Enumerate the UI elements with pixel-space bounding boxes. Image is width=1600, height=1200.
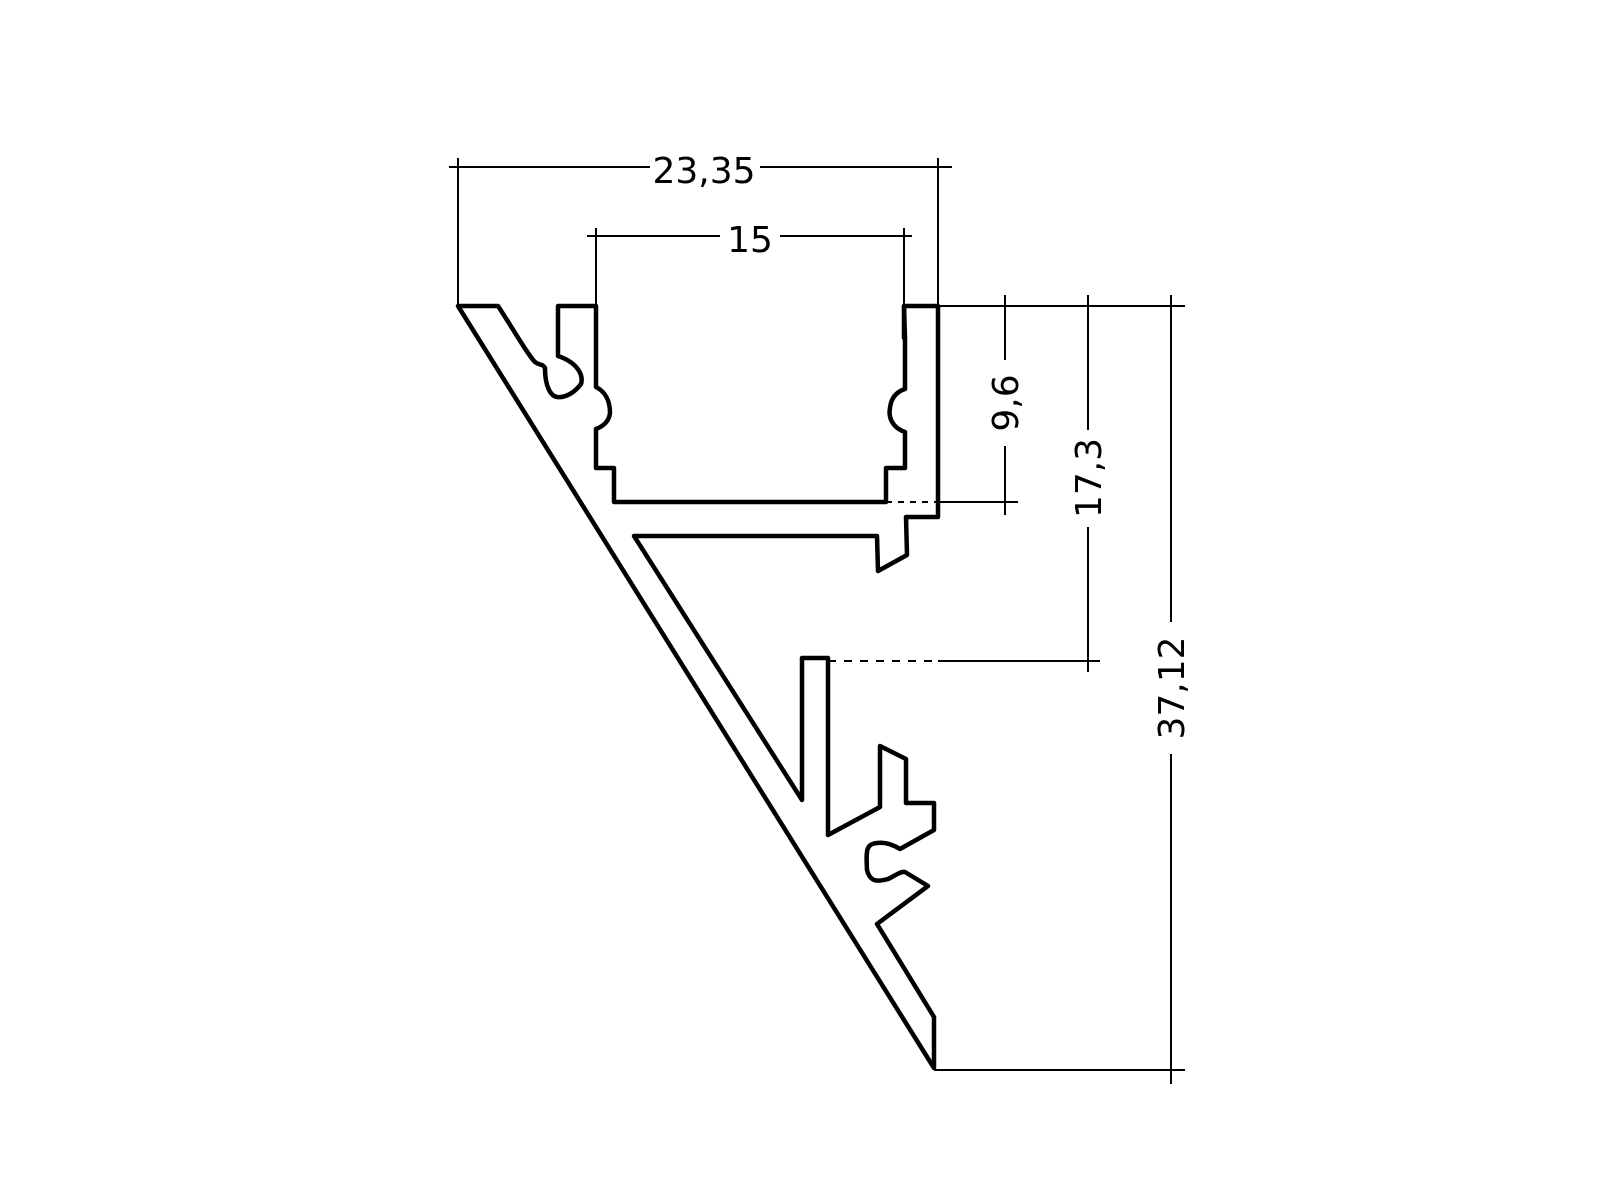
channel-width-label: 15 [727, 220, 773, 261]
dimension-labels: 23,35 15 9,6 17,3 37,12 [652, 151, 1193, 740]
profile-outline [455, 303, 941, 1071]
overall-width-label: 23,35 [652, 151, 755, 192]
channel-depth-label: 9,6 [986, 374, 1027, 431]
overall-height-label: 37,12 [1152, 636, 1193, 739]
mid-height-label: 17,3 [1069, 438, 1110, 518]
dimension-lines [449, 158, 1185, 1084]
aluminium-profile [455, 303, 941, 1071]
